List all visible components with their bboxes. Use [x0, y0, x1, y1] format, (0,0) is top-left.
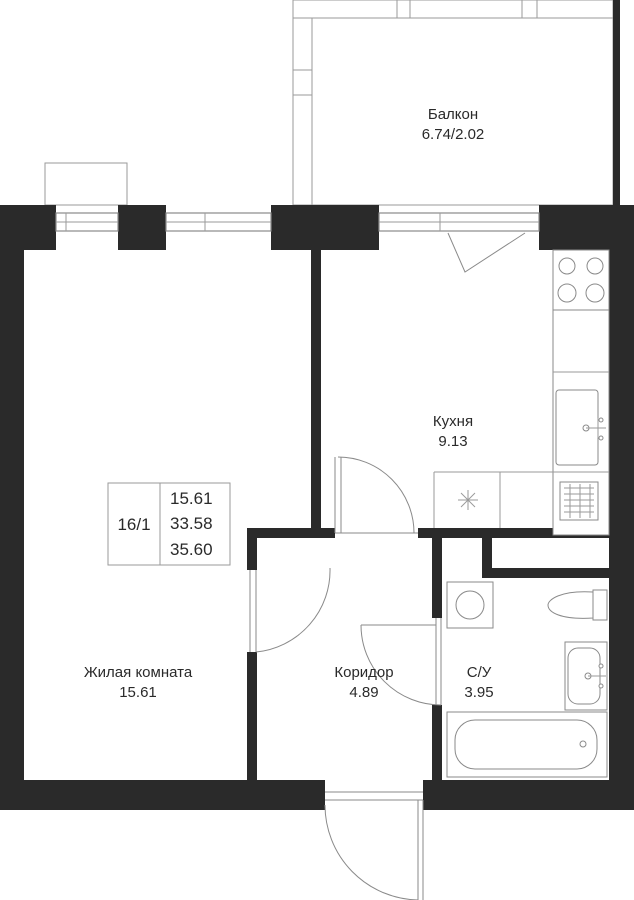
exterior-walls: [0, 205, 634, 810]
room-bathroom: С/У 3.95: [464, 664, 493, 701]
room-area: 9.13: [438, 433, 467, 450]
toilet-icon: [547, 589, 608, 621]
washing-machine-icon: [446, 581, 494, 629]
area-summary: 16/1 15.61 33.58 35.60: [107, 482, 231, 566]
balcony-door: [447, 232, 526, 273]
total-area: 33.58: [170, 514, 213, 533]
bathtub-icon: [446, 711, 608, 778]
living-area: 15.61: [170, 489, 213, 508]
room-name: Кухня: [433, 413, 473, 430]
room-name: Коридор: [334, 664, 393, 681]
window-niche: [44, 162, 128, 206]
interior-walls: [247, 250, 609, 780]
room-area: 4.89: [349, 684, 378, 701]
bathroom-fixtures: [446, 581, 608, 778]
balcony-outline: [292, 0, 614, 206]
kitchen-fixtures: [433, 249, 610, 536]
apartment-number: 16/1: [117, 515, 150, 534]
room-name: С/У: [467, 664, 492, 681]
room-living: Жилая комната 15.61: [84, 664, 193, 701]
balcony-wall-right: [613, 0, 620, 205]
room-area: 15.61: [119, 684, 157, 701]
room-area: 3.95: [464, 684, 493, 701]
total-area-with-balcony: 35.60: [170, 540, 213, 559]
room-balcony: Балкон 6.74/2.02: [422, 106, 485, 143]
room-area: 6.74/2.02: [422, 126, 485, 143]
washbasin-icon: [564, 641, 608, 711]
room-corridor: Коридор 4.89: [334, 664, 393, 701]
sink-icon: [555, 389, 606, 466]
doors: [249, 456, 442, 900]
radiator-icon: [559, 481, 599, 521]
stove-icon: [552, 249, 610, 311]
room-name: Балкон: [428, 106, 478, 123]
room-name: Жилая комната: [84, 664, 193, 681]
windows: [55, 212, 540, 232]
exhaust-icon: [458, 490, 478, 510]
room-kitchen: Кухня 9.13: [433, 413, 473, 450]
